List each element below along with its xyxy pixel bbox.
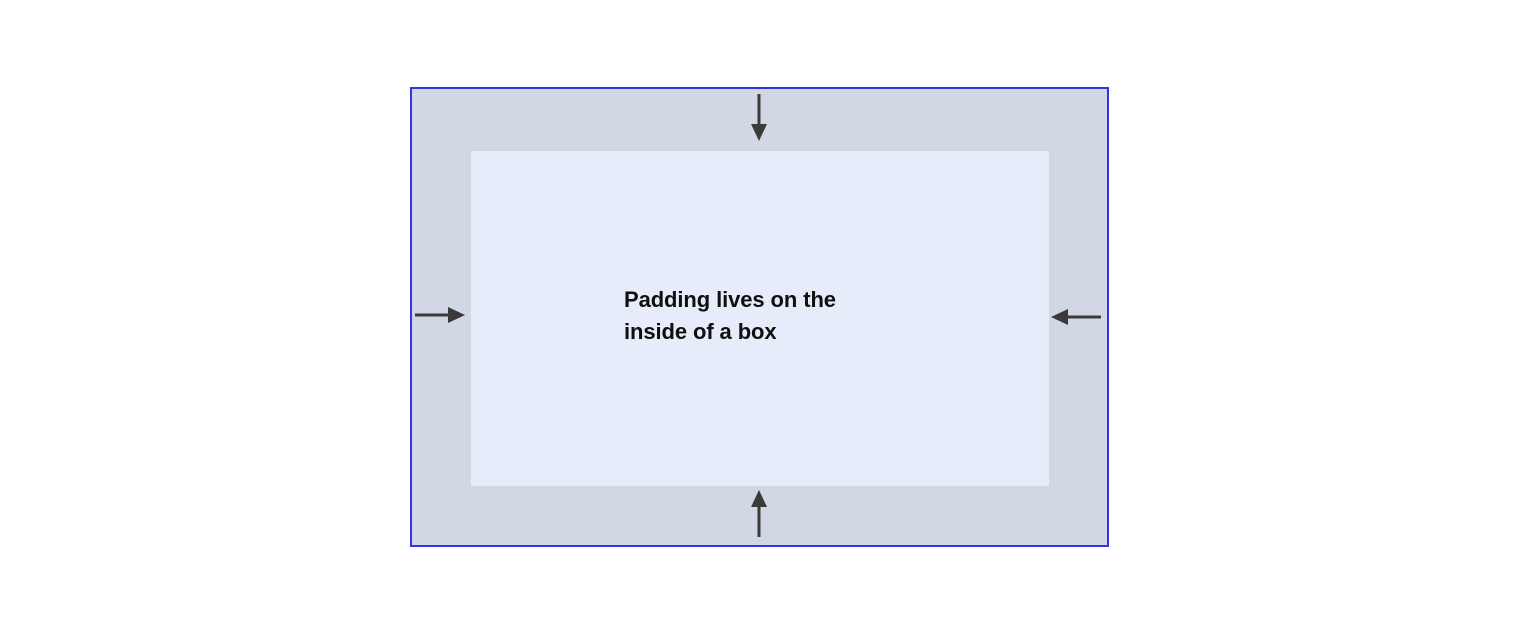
arrow-right-icon bbox=[415, 307, 465, 323]
content-label-text: Padding lives on the inside of a box bbox=[624, 287, 836, 344]
arrow-left-icon bbox=[1051, 309, 1101, 325]
arrow-up-icon bbox=[751, 490, 767, 537]
arrow-down-icon bbox=[751, 94, 767, 141]
content-region-box bbox=[471, 151, 1049, 486]
